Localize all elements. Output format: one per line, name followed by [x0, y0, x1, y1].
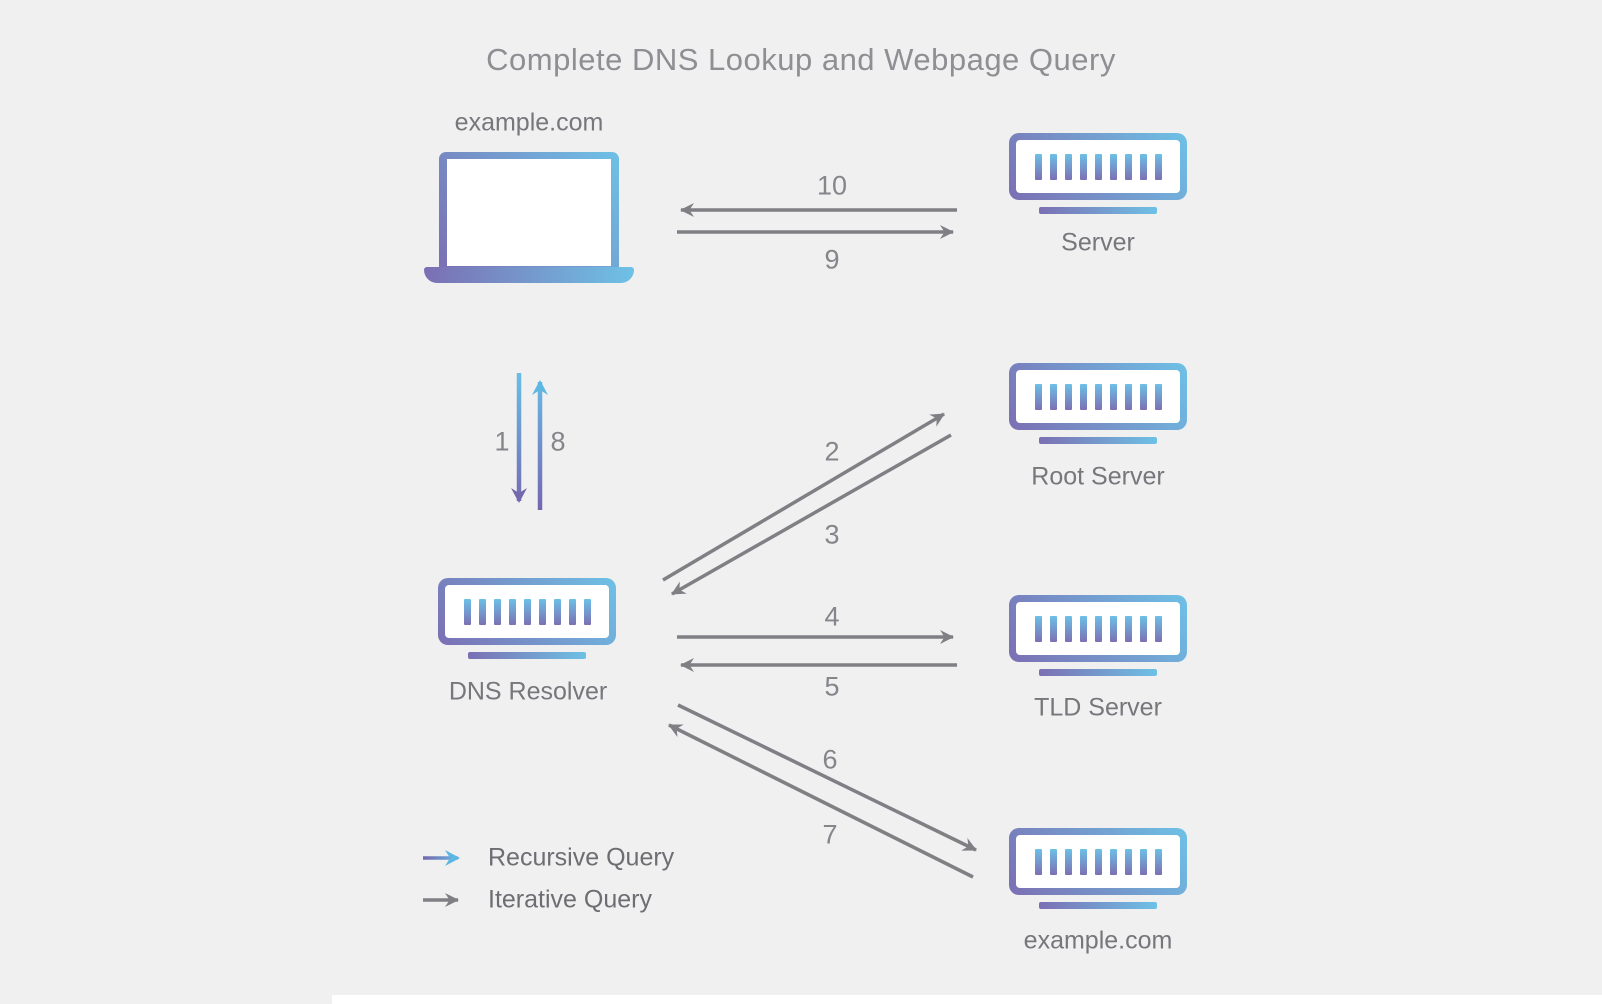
server-led-bar [1094, 383, 1102, 410]
server-icon-web [1009, 133, 1187, 214]
server-frame [1009, 363, 1187, 430]
server-led-bar [1154, 153, 1162, 180]
server-led-bar [1154, 848, 1162, 875]
server-led-bar [523, 598, 531, 625]
server-led-bar [1109, 383, 1117, 410]
server-led-bar [1049, 848, 1057, 875]
server-icon-dns-resolver [438, 578, 616, 659]
server-led-bar [1049, 153, 1057, 180]
server-led-bar [1034, 615, 1042, 642]
server-led-bar [583, 598, 591, 625]
step-number-1: 1 [494, 426, 510, 457]
arrow-step-3 [671, 433, 952, 596]
step-number-3: 3 [824, 519, 840, 550]
server-led-bar [1064, 383, 1072, 410]
server-frame [1009, 133, 1187, 200]
server-led-bar [1079, 615, 1087, 642]
laptop-icon [424, 152, 634, 283]
server-base [1039, 437, 1157, 444]
server-leds [1016, 602, 1180, 655]
server-led-bar [1139, 615, 1147, 642]
server-led-bar [1124, 848, 1132, 875]
step-number-8: 8 [550, 426, 566, 457]
server-led-bar [1154, 383, 1162, 410]
server-led-bar [1139, 848, 1147, 875]
server-icon-tld [1009, 595, 1187, 676]
server-leds [1016, 835, 1180, 888]
page-bottom-strip [332, 995, 1602, 1004]
server-led-bar [553, 598, 561, 625]
server-led-bar [1049, 383, 1057, 410]
server-led-bar [508, 598, 516, 625]
step-number-2: 2 [824, 436, 840, 467]
server-led-bar [1079, 153, 1087, 180]
server-icon-root [1009, 363, 1187, 444]
laptop-base [424, 267, 634, 283]
step-number-6: 6 [822, 744, 838, 775]
root-server-label: Root Server [1031, 462, 1165, 491]
server-base [468, 652, 586, 659]
tld-server-label: TLD Server [1034, 693, 1162, 722]
step-number-5: 5 [824, 671, 840, 702]
server-led-bar [1109, 615, 1117, 642]
dns-resolver-label: DNS Resolver [448, 677, 608, 706]
server-base [1039, 902, 1157, 909]
server-leds [1016, 370, 1180, 423]
server-base [1039, 669, 1157, 676]
server-base [1039, 207, 1157, 214]
server-led-bar [1064, 848, 1072, 875]
server-led-bar [1139, 383, 1147, 410]
server-led-bar [1079, 848, 1087, 875]
client-label: example.com [454, 108, 604, 137]
server-led-bar [1034, 153, 1042, 180]
server-frame [438, 578, 616, 645]
server-frame [1009, 595, 1187, 662]
server-leds [445, 585, 609, 638]
step-number-7: 7 [822, 819, 838, 850]
server-led-bar [1109, 153, 1117, 180]
server-led-bar [1094, 615, 1102, 642]
server-led-bar [1154, 615, 1162, 642]
server-led-bar [1124, 153, 1132, 180]
server-leds [1016, 140, 1180, 193]
server-led-bar [1094, 153, 1102, 180]
server-led-bar [463, 598, 471, 625]
step-number-9: 9 [824, 244, 840, 275]
step-number-4: 4 [824, 601, 840, 632]
arrow-step-6 [677, 703, 977, 852]
server-led-bar [1079, 383, 1087, 410]
server-led-bar [1124, 615, 1132, 642]
authoritative-server-label: example.com [1023, 926, 1173, 955]
step-number-10: 10 [816, 170, 848, 201]
server-led-bar [478, 598, 486, 625]
server-led-bar [493, 598, 501, 625]
server-led-bar [1094, 848, 1102, 875]
server-led-bar [538, 598, 546, 625]
server-led-bar [1049, 615, 1057, 642]
laptop-screen-inner [447, 159, 611, 266]
server-led-bar [1124, 383, 1132, 410]
server-led-bar [1064, 615, 1072, 642]
server-led-bar [1139, 153, 1147, 180]
diagram-title: Complete DNS Lookup and Webpage Query [486, 42, 1116, 77]
server-led-bar [1034, 383, 1042, 410]
server-frame [1009, 828, 1187, 895]
legend-recursive-label: Recursive Query [488, 843, 675, 872]
legend-iterative-label: Iterative Query [488, 885, 652, 914]
server-led-bar [568, 598, 576, 625]
web-server-label: Server [1061, 228, 1135, 257]
arrow-step-2 [662, 412, 945, 582]
arrow-step-7 [668, 723, 974, 879]
server-led-bar [1064, 153, 1072, 180]
laptop-screen [439, 152, 619, 270]
server-led-bar [1109, 848, 1117, 875]
server-icon-authoritative [1009, 828, 1187, 909]
server-led-bar [1034, 848, 1042, 875]
